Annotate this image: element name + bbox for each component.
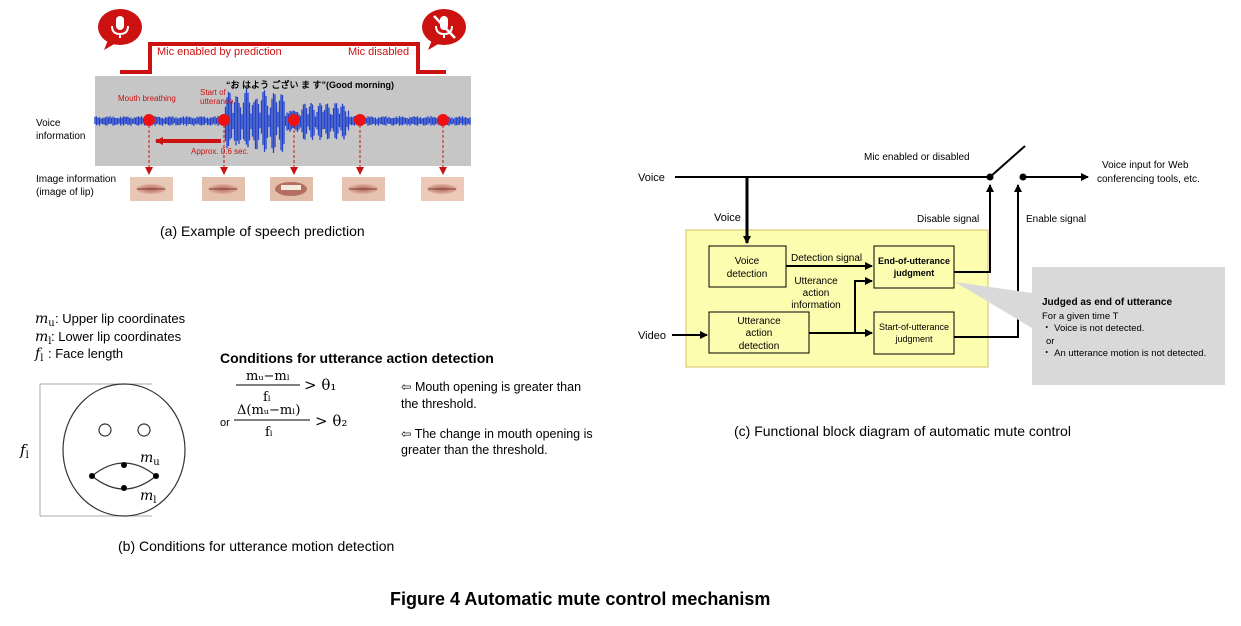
- cond2-denominator: fₗ: [265, 425, 273, 440]
- legend-ml-symbol: ml: [35, 329, 51, 347]
- sou-label-1: Start-of-utterance: [879, 322, 949, 332]
- voice-detection-label-1: Voice: [735, 256, 760, 267]
- cond1-numerator: mᵤ−mₗ: [246, 369, 290, 384]
- lip-image-5: [421, 177, 464, 201]
- legend-ml-text: : Lower lip coordinates: [51, 329, 182, 344]
- utterance-label: “お はよう ござい ま す”(Good morning): [226, 79, 394, 90]
- callout-line-4: ・ An utterance motion is not detected.: [1042, 348, 1206, 359]
- lip-image-3: [270, 177, 313, 201]
- mic-switch-label: Mic enabled or disabled: [864, 152, 970, 163]
- panel-b: mu : Upper lip coordinates ml : Lower li…: [19, 311, 593, 554]
- mouth-breathing-label: Mouth breathing: [118, 94, 176, 103]
- image-info-label-1: Image information: [36, 174, 116, 185]
- mic-state-line: [120, 42, 446, 74]
- detection-signal-label: Detection signal: [791, 253, 862, 264]
- lip-image-4: [342, 177, 385, 201]
- figure-title: Figure 4 Automatic mute control mechanis…: [390, 589, 770, 609]
- mu-label: mu: [140, 450, 160, 468]
- cond1-rhs: > θ₁: [304, 376, 336, 394]
- callout-line-1: For a given time T: [1042, 311, 1119, 322]
- or-label: or: [220, 417, 230, 429]
- uad-label-2: action: [746, 328, 773, 339]
- start-of-utterance-label-1: Start of: [200, 88, 227, 97]
- panel-c-caption: (c) Functional block diagram of automati…: [734, 423, 1071, 439]
- mic-enabled-label: Mic enabled by prediction: [157, 46, 282, 58]
- callout-line-3: or: [1046, 336, 1054, 347]
- voice-detection-label-2: detection: [727, 269, 768, 280]
- note2-line1: ⇦ The change in mouth opening is: [401, 427, 593, 441]
- enable-signal-label: Enable signal: [1026, 214, 1086, 225]
- prediction-markers: [143, 114, 449, 175]
- panel-b-caption: (b) Conditions for utterance motion dete…: [118, 538, 394, 554]
- mic-disabled-label: Mic disabled: [348, 46, 409, 58]
- uai-label-3: information: [791, 300, 840, 311]
- conditions-title: Conditions for utterance action detectio…: [220, 350, 494, 366]
- end-of-utterance-callout: Judged as end of utterance For a given t…: [955, 267, 1225, 385]
- uai-label-2: action: [803, 288, 830, 299]
- lip-images: [130, 177, 464, 201]
- mic-icon: [98, 9, 142, 50]
- voice-info-label-1: Voice: [36, 118, 61, 129]
- disable-signal-label: Disable signal: [917, 214, 979, 225]
- lip-image-1: [130, 177, 173, 201]
- voice-branch-label: Voice: [714, 212, 741, 224]
- cond2-rhs: > θ₂: [315, 412, 347, 430]
- note2-line2: greater than the threshold.: [401, 443, 548, 457]
- uad-label-3: detection: [739, 341, 780, 352]
- sou-label-2: judgment: [894, 334, 933, 344]
- cond2-numerator: Δ(mᵤ−mₗ): [237, 403, 300, 418]
- legend-mu-text: : Upper lip coordinates: [55, 311, 186, 326]
- legend-fl-symbol: fl: [34, 346, 43, 364]
- ml-label: ml: [140, 488, 156, 506]
- voice-input-label: Voice: [638, 172, 665, 184]
- note1-line1: ⇦ Mouth opening is greater than: [401, 380, 581, 394]
- output-label-1: Voice input for Web: [1102, 160, 1189, 171]
- callout-line-2: ・ Voice is not detected.: [1042, 323, 1144, 334]
- legend-mu-symbol: mu: [35, 311, 55, 329]
- start-of-utterance-label-2: utterance: [200, 97, 234, 106]
- note1-line2: the threshold.: [401, 397, 477, 411]
- video-input-label: Video: [638, 330, 666, 342]
- lip-image-2: [202, 177, 245, 201]
- start-of-utterance-block: [873, 311, 955, 355]
- face-length-symbol: fl: [19, 441, 29, 461]
- panel-c: Voice Voice Mic enabled or disabled Voic…: [638, 145, 1225, 439]
- mic-off-icon: [422, 9, 466, 50]
- uad-label-1: Utterance: [737, 316, 781, 327]
- face-diagram: fl mu ml: [19, 383, 186, 517]
- eou-label-2: judgment: [893, 268, 935, 278]
- end-of-utterance-block: [873, 245, 955, 289]
- panel-a-caption: (a) Example of speech prediction: [160, 223, 365, 239]
- output-label-2: conferencing tools, etc.: [1097, 174, 1200, 185]
- utterance-action-detection-block: [708, 311, 810, 354]
- cond1-denominator: fₗ: [263, 390, 271, 405]
- voice-info-label-2: information: [36, 131, 85, 142]
- panel-a: Mic enabled by prediction Mic disabled “…: [36, 9, 471, 239]
- callout-title: Judged as end of utterance: [1042, 297, 1172, 308]
- uai-label-1: Utterance: [794, 276, 838, 287]
- approx-time-label: Approx. 0.6 sec.: [191, 147, 249, 156]
- eou-label-1: End-of-utterance: [878, 256, 950, 266]
- legend-fl-text: : Face length: [48, 346, 123, 361]
- image-info-label-2: (image of lip): [36, 187, 94, 198]
- mic-switch: [986, 145, 1027, 181]
